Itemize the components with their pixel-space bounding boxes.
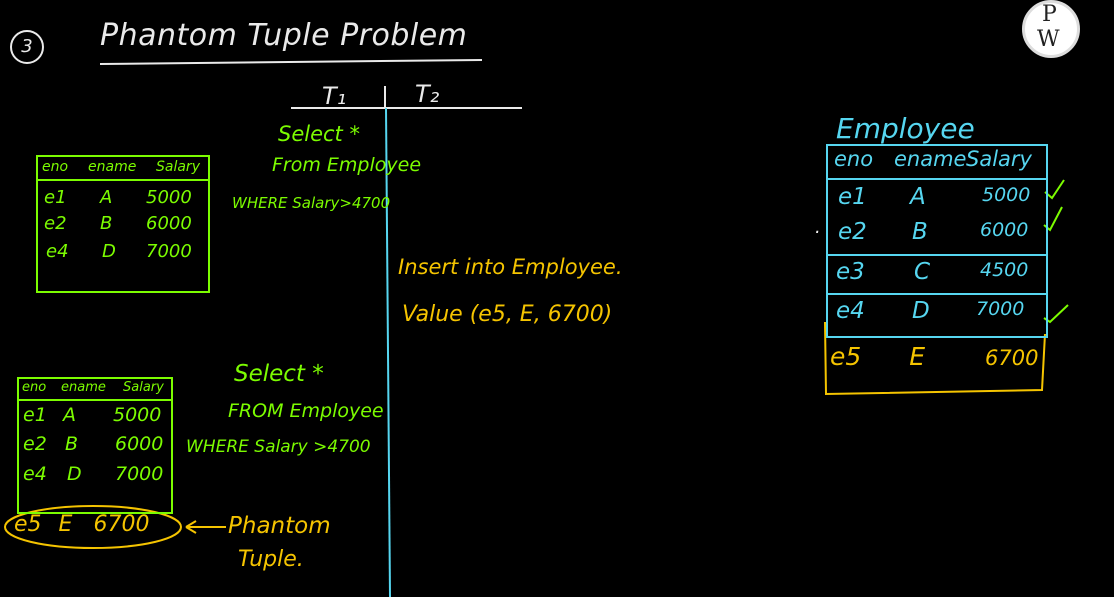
cell: 7000 [146,241,192,262]
bullet-dot: · [814,222,820,243]
column-header: eno [42,159,69,175]
cell: 7000 [115,463,164,485]
cell: A [100,187,113,208]
phantom-row: e5 E 6700 [14,512,149,537]
cell: 6700 [985,346,1039,370]
column-header: ename [894,147,967,171]
cell: e1 [838,184,867,210]
cell: B [100,213,113,234]
divider [828,293,1046,295]
cell: D [67,463,82,485]
phantom-circle [4,505,182,549]
page-title: Phantom Tuple Problem [100,18,468,53]
logo-letter-w: W [1037,27,1060,52]
t2-header: T₂ [415,80,440,108]
cell: A [63,404,76,426]
cell: e4 [46,241,69,262]
insert-line2: Value (e5, E, 6700) [402,302,613,327]
cell: D [102,241,116,262]
cell: B [65,433,79,455]
employee-table: eno ename Salary e1 A 5000 e2 B 6000 e3 … [826,144,1048,338]
cell: B [912,219,928,245]
cell: e2 [44,213,67,234]
employee-title: Employee [836,112,975,145]
column-header: eno [22,380,47,395]
cell: e3 [836,259,865,285]
problem-number: 3 [10,30,44,64]
column-header: ename [88,159,137,175]
cell: 6700 [93,512,150,537]
transaction-divider [385,107,391,597]
t1-header: T₁ [322,82,347,110]
cell: 7000 [976,298,1025,320]
arrow-icon [185,520,226,534]
divider [828,178,1046,180]
title-underline [99,59,483,65]
divider [828,254,1046,256]
column-header: Salary [156,159,200,175]
new-row-highlight [824,321,1046,396]
cell: 6000 [146,213,192,234]
divider [38,179,208,181]
phantom-note-line2: Tuple. [238,547,304,572]
cell: 5000 [982,184,1031,206]
cell: D [912,298,930,324]
pw-logo: P W [1022,0,1080,58]
cell: e2 [838,219,867,245]
cell: E [58,512,73,537]
query2-line1: Select * [234,361,324,387]
divider [19,399,171,401]
logo-letter-p: P [1042,2,1057,27]
column-header: Salary [123,380,164,395]
insert-line1: Insert into Employee. [398,255,623,279]
table-before: eno ename Salary e1 A 5000 e2 B 6000 e4 … [36,155,210,293]
query2-line2: FROM Employee [228,400,384,422]
cell: e2 [23,433,47,455]
cell: 6000 [115,433,164,455]
cell: A [910,184,926,210]
employee-new-row: e5 E 6700 [830,342,1038,371]
cell: 4500 [980,259,1029,281]
cell: e1 [44,187,67,208]
phantom-note-line1: Phantom [228,513,331,539]
table-after: eno ename Salary e1 A 5000 e2 B 6000 e4 … [17,377,173,514]
column-header: Salary [966,147,1032,171]
cell: e4 [23,463,47,485]
cell: e5 [14,512,42,537]
cell: 5000 [113,404,162,426]
cell: e5 [830,342,862,371]
cell: 6000 [980,219,1029,241]
cell: 5000 [146,187,192,208]
column-header: eno [834,147,874,171]
cell: e1 [23,404,47,426]
column-header: ename [61,380,106,395]
query2-line3: WHERE Salary >4700 [186,437,371,457]
cell: E [909,342,926,371]
cell: e4 [836,298,865,324]
query1-line1: Select * [278,122,360,146]
query1-line2: From Employee [272,154,422,176]
cell: C [914,259,931,285]
query1-line3: WHERE Salary>4700 [232,194,391,212]
